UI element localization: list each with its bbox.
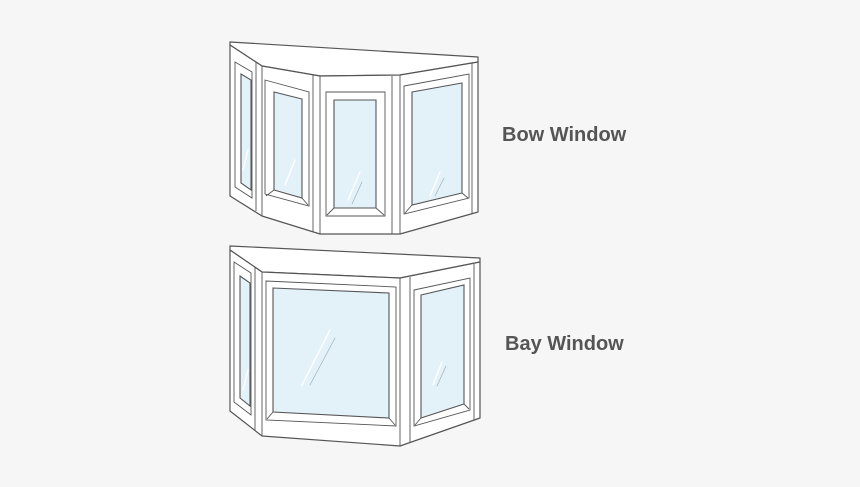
bay-window-illustration xyxy=(229,245,481,447)
bay-window-right-pane xyxy=(413,277,471,427)
bow-window-illustration xyxy=(229,41,479,235)
bay-window-left-pane xyxy=(233,261,252,416)
bow-window-pane-4 xyxy=(403,73,470,215)
bay-window-center-pane xyxy=(265,280,397,427)
bow-window-pane-3 xyxy=(325,91,386,217)
bow-window-label: Bow Window xyxy=(502,124,627,146)
bow-window-pane-1 xyxy=(234,61,253,199)
bay-window-label: Bay Window xyxy=(505,333,624,355)
bow-window-pane-2 xyxy=(264,79,310,207)
